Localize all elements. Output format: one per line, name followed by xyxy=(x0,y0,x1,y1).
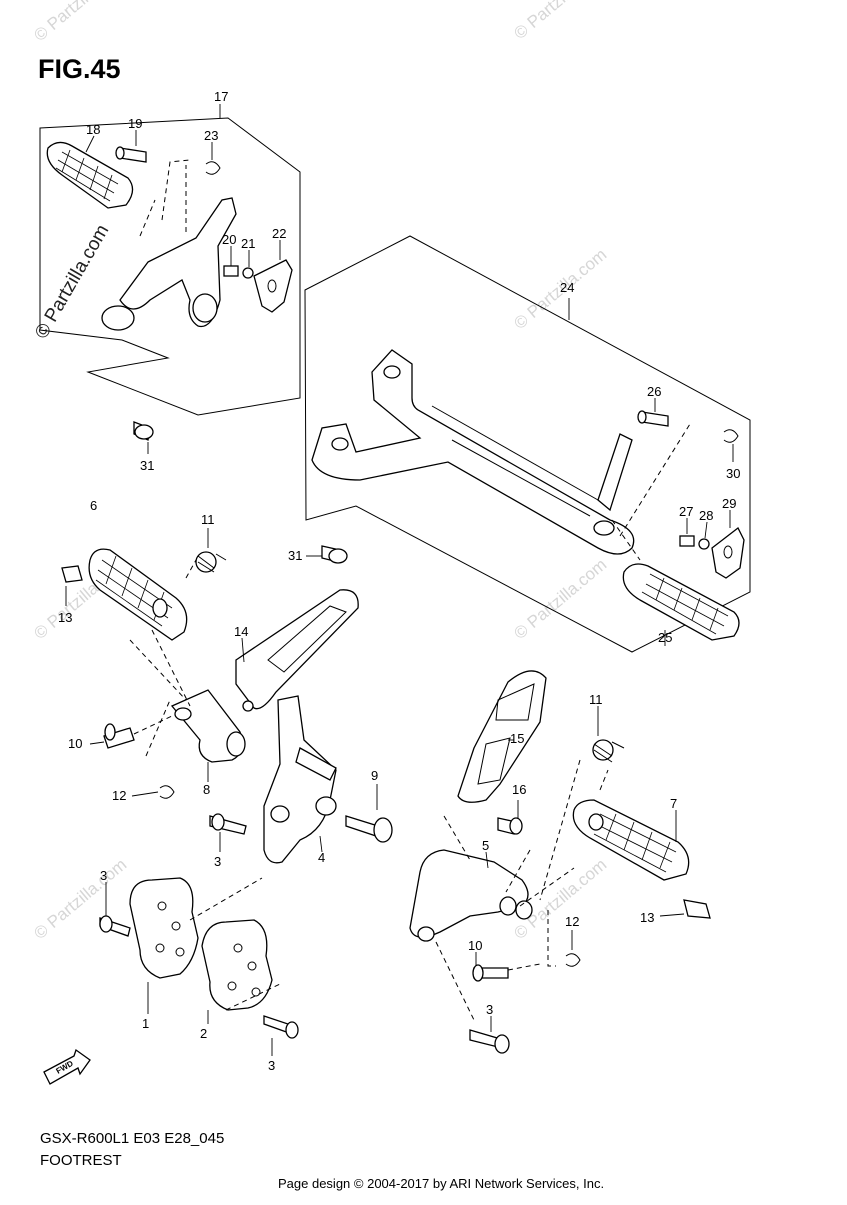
callout-number: 6 xyxy=(90,498,97,513)
left-footrest-group xyxy=(61,528,393,1056)
callout-number: 16 xyxy=(512,782,526,797)
callout-number: 13 xyxy=(58,610,72,625)
watermark: © Partzilla.com xyxy=(510,555,610,643)
page-credit: Page design © 2004-2017 by ARI Network S… xyxy=(278,1176,605,1191)
callout-number: 21 xyxy=(241,236,255,251)
callout-number: 12 xyxy=(565,914,579,929)
passenger-footrest-assembly-box xyxy=(304,235,751,653)
section-name: FOOTREST xyxy=(40,1152,122,1169)
callout-number: 12 xyxy=(112,788,126,803)
watermark: © Partzilla.com xyxy=(31,221,113,342)
model-code: GSX-R600L1 E03 E28_045 xyxy=(40,1130,225,1147)
right-footrest-group xyxy=(409,670,711,1054)
bolt-31-upper xyxy=(133,421,154,454)
callout-number: 17 xyxy=(214,89,228,104)
callout-number: 5 xyxy=(482,838,489,853)
callout-number: 22 xyxy=(272,226,286,241)
callout-number: 20 xyxy=(222,232,236,247)
callout-number: 18 xyxy=(86,122,100,137)
callout-number: 14 xyxy=(234,624,248,639)
callout-number: 28 xyxy=(699,508,713,523)
callout-number: 27 xyxy=(679,504,693,519)
callout-number: 1 xyxy=(142,1016,149,1031)
callout-number: 24 xyxy=(560,280,574,295)
callout-number: 3 xyxy=(486,1002,493,1017)
callout-number: 23 xyxy=(204,128,218,143)
figure-title: FIG.45 xyxy=(38,54,121,84)
callout-number: 11 xyxy=(589,692,603,707)
watermark: © Partzilla.com xyxy=(510,0,610,43)
callout-number: 15 xyxy=(510,731,524,746)
watermark: © Partzilla.com xyxy=(30,0,130,45)
callout-number: 19 xyxy=(128,116,142,131)
callout-number: 31 xyxy=(140,458,154,473)
callout-number: 3 xyxy=(214,854,221,869)
callout-number: 30 xyxy=(726,466,740,481)
callout-number: 26 xyxy=(647,384,661,399)
callout-number: 11 xyxy=(201,512,215,527)
callout-number: 10 xyxy=(468,938,482,953)
callout-number: 4 xyxy=(318,850,325,865)
callout-number: 8 xyxy=(203,782,210,797)
callout-number: 9 xyxy=(371,768,378,783)
callout-number: 10 xyxy=(68,736,82,751)
callout-number: 7 xyxy=(670,796,677,811)
callout-number: 2 xyxy=(200,1026,207,1041)
callout-number: 13 xyxy=(640,910,654,925)
callout-number: 31 xyxy=(288,548,302,563)
forward-direction-arrow: FWD xyxy=(43,1048,91,1085)
callout-number: 3 xyxy=(268,1058,275,1073)
callout-number: 25 xyxy=(658,630,672,645)
callout-number: 29 xyxy=(722,496,736,511)
bolt-31-lower xyxy=(306,545,348,564)
callout-number: 3 xyxy=(100,868,107,883)
rider-footrest-assembly-box xyxy=(39,104,301,416)
